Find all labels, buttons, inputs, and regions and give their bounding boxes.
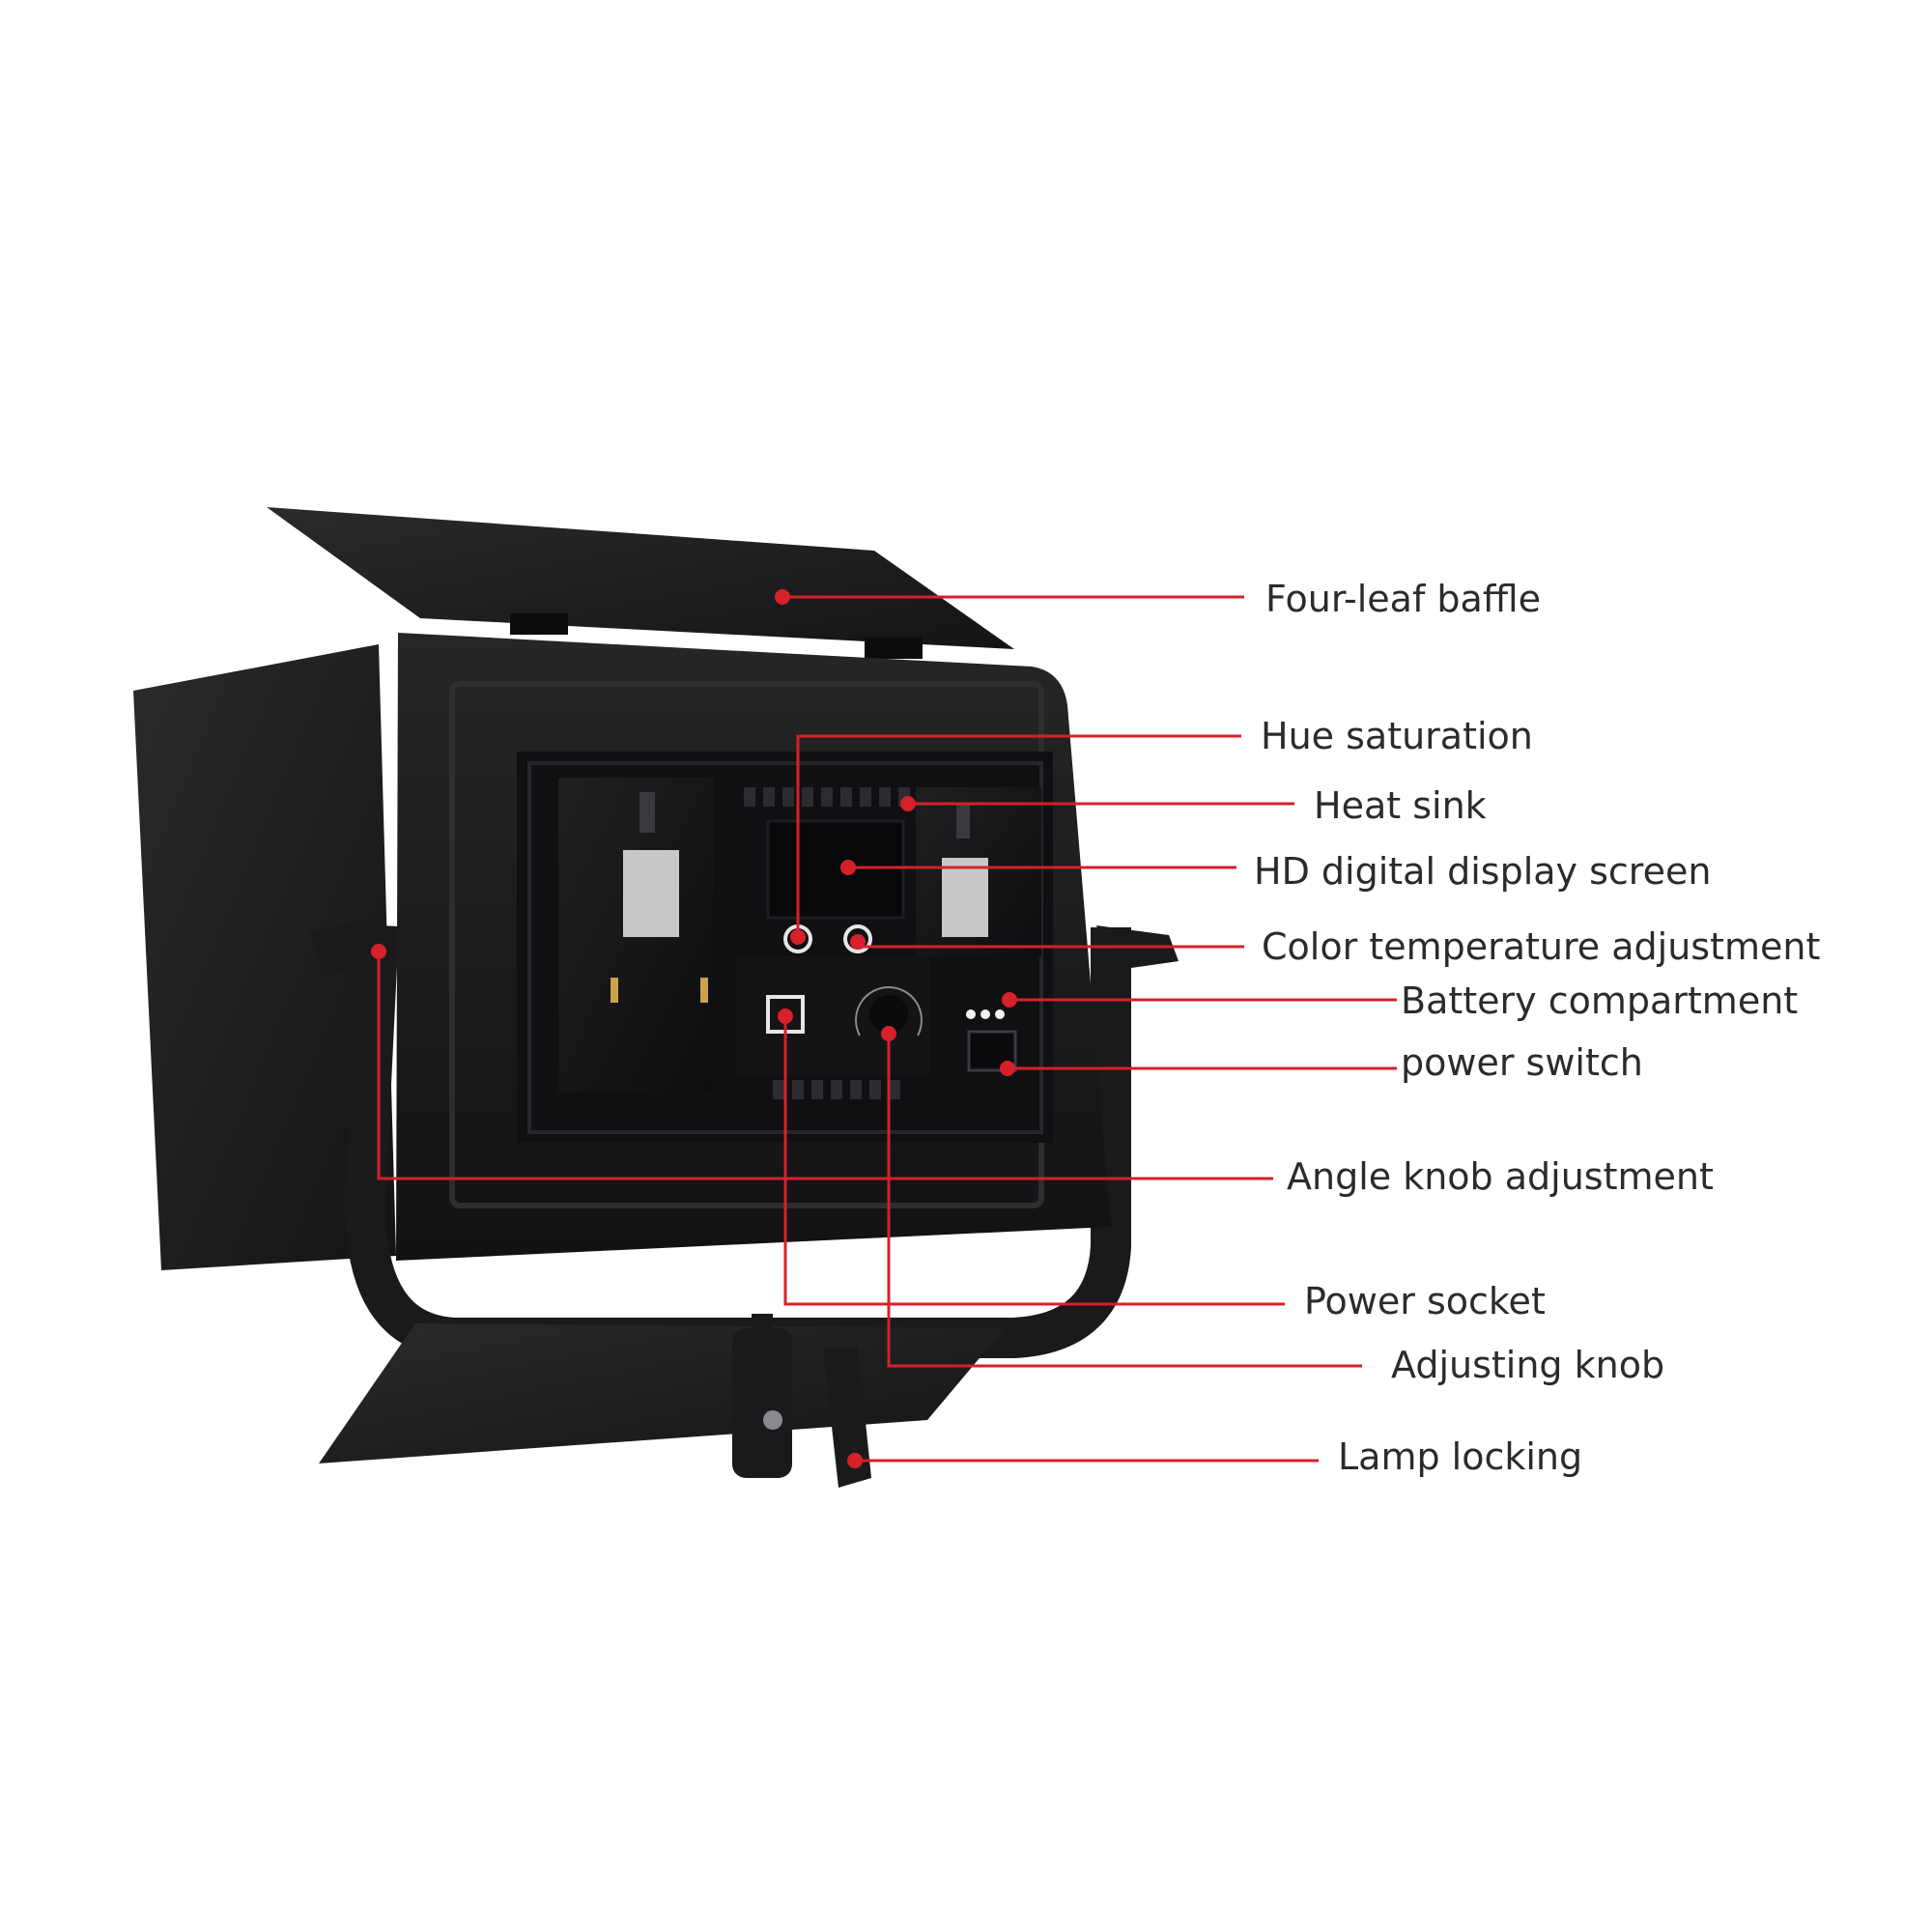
heat-sink-fins <box>744 787 910 807</box>
left-angle-knob <box>309 916 391 976</box>
callout-label-battery: Battery compartment <box>1401 980 1799 1022</box>
callout-dot-color-temp <box>850 934 866 950</box>
callout-label-adjusting-knob: Adjusting knob <box>1391 1344 1665 1386</box>
callout-leaders <box>371 589 1397 1468</box>
plate-slot <box>956 804 970 838</box>
callout-dot-four-leaf-baffle <box>775 589 790 605</box>
callout-dot-battery <box>1002 992 1017 1008</box>
callout-dot-hue-saturation <box>790 929 806 945</box>
spigot-collar <box>752 1314 773 1339</box>
leader-line-angle-knob <box>377 952 1273 1180</box>
color-temp-dial-icon <box>843 924 872 953</box>
callout-dot-lamp-locking <box>847 1453 863 1468</box>
spigot-pin <box>763 1410 782 1430</box>
indicator-dot <box>966 1009 976 1019</box>
callout-dot-heat-sink <box>900 796 916 811</box>
callout-label-power-switch: power switch <box>1401 1041 1643 1084</box>
battery-contact <box>700 978 708 1003</box>
leader-line-hue-saturation <box>796 734 1241 937</box>
lamp-lock-handle <box>823 1348 871 1488</box>
callout-dot-angle-knob <box>371 944 386 959</box>
leader-line-adjusting-knob <box>887 1034 1362 1368</box>
indicator-dot <box>980 1009 990 1019</box>
hinge-tab <box>510 613 568 635</box>
left-baffle-leaf <box>133 644 396 1270</box>
callout-dot-hd-display <box>840 860 856 875</box>
mount-spigot <box>732 1328 792 1478</box>
callout-label-lamp-locking: Lamp locking <box>1338 1435 1583 1478</box>
callout-label-angle-knob: Angle knob adjustment <box>1287 1155 1714 1198</box>
hd-display-screen <box>766 819 905 920</box>
callout-label-hue-saturation: Hue saturation <box>1261 715 1533 757</box>
callout-label-power-socket: Power socket <box>1304 1280 1546 1322</box>
callout-dot-adjusting-knob <box>881 1026 896 1041</box>
adjusting-knob-shape <box>869 995 908 1034</box>
callout-dot-power-socket <box>778 1009 793 1024</box>
plate-slot <box>639 792 655 833</box>
callout-dot-power-switch <box>1000 1061 1015 1076</box>
knob-scale <box>855 986 923 1037</box>
top-baffle-leaf <box>267 507 1014 649</box>
callout-label-hd-display: HD digital display screen <box>1254 850 1712 893</box>
plate-sticker <box>942 858 988 937</box>
callout-label-heat-sink: Heat sink <box>1314 784 1487 827</box>
indicator-dot <box>995 1009 1005 1019</box>
leader-line-power-socket <box>783 1016 1285 1306</box>
hinge-tab <box>865 638 923 659</box>
battery-contact <box>611 978 618 1003</box>
bottom-baffle-leaf <box>319 1323 1005 1463</box>
plate-sticker <box>623 850 679 937</box>
heat-sink-fins-bottom <box>773 1080 900 1099</box>
callout-label-color-temp: Color temperature adjustment <box>1262 925 1821 968</box>
callout-label-four-leaf-baffle: Four-leaf baffle <box>1265 578 1541 620</box>
